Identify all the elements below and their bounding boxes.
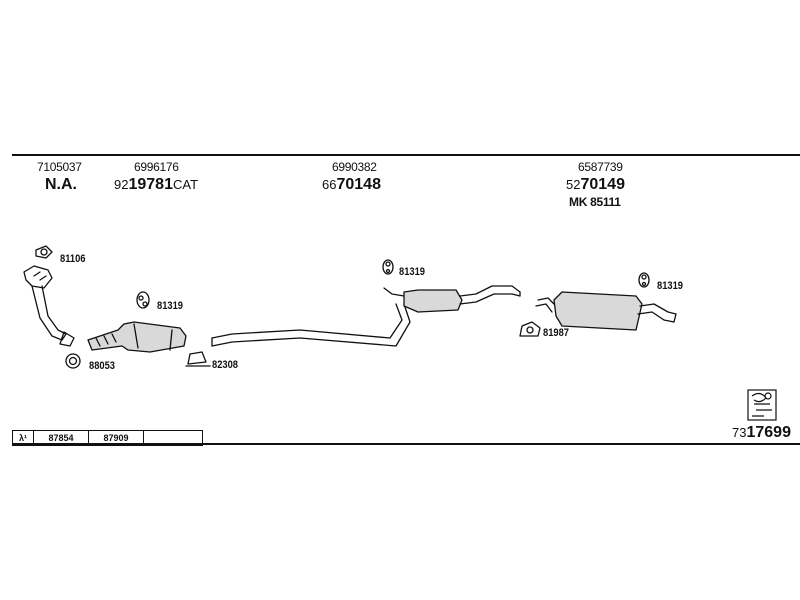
callout-clamp-mid: 82308	[212, 359, 239, 371]
bottom-divider	[12, 443, 800, 445]
code-b: 87909	[89, 431, 144, 445]
hanger-icon	[136, 291, 150, 309]
part3-main: 70148	[336, 176, 381, 193]
callout-clamp-right: 81987	[543, 327, 570, 339]
callout-gasket: 81106	[60, 253, 86, 265]
kit-main: 17699	[746, 424, 791, 441]
part2-number: 6996176	[134, 160, 179, 174]
part4-main: 70149	[580, 176, 625, 193]
part3-prefix: 66	[322, 177, 337, 192]
hanger-icon	[382, 259, 394, 275]
part2-main: 19781	[128, 176, 173, 193]
ring-seal-icon	[65, 353, 81, 369]
intermediate-pipe-icon	[211, 303, 411, 347]
manufacturer-logo-icon	[747, 389, 777, 421]
clamp-icon	[185, 351, 211, 367]
center-muffler-icon	[383, 285, 521, 313]
clamp-icon	[519, 321, 541, 337]
part4-number: 6587739	[578, 160, 623, 174]
part1-code: N.A.	[45, 176, 77, 193]
hanger-icon	[638, 272, 650, 288]
downpipe-icon	[23, 265, 75, 347]
callout-ring: 88053	[89, 360, 116, 372]
catalytic-converter-icon	[87, 321, 187, 353]
top-divider	[12, 154, 800, 156]
part4-mk: MK 85111	[569, 195, 621, 209]
lambda-code-table: λ¹ 87854 87909	[12, 430, 203, 446]
lambda-symbol: λ¹	[13, 431, 34, 445]
part4-code: 5270149	[566, 176, 625, 194]
part3-code: 6670148	[322, 176, 381, 194]
kit-code: 7317699	[732, 424, 791, 442]
callout-hanger-mid: 81319	[399, 266, 426, 278]
callout-hanger-right: 81319	[657, 280, 684, 292]
part4-prefix: 52	[566, 177, 581, 192]
part2-prefix: 92	[114, 177, 129, 192]
part3-number: 6990382	[332, 160, 377, 174]
code-c	[144, 431, 202, 445]
part2-suffix: CAT	[172, 177, 199, 192]
part1-number: 7105037	[37, 160, 82, 174]
kit-prefix: 73	[732, 425, 747, 440]
part2-code: 9219781CAT	[114, 176, 198, 194]
rear-muffler-icon	[535, 291, 677, 331]
code-a: 87854	[34, 431, 89, 445]
callout-hanger-left: 81319	[157, 300, 184, 312]
gasket-icon	[35, 245, 53, 259]
